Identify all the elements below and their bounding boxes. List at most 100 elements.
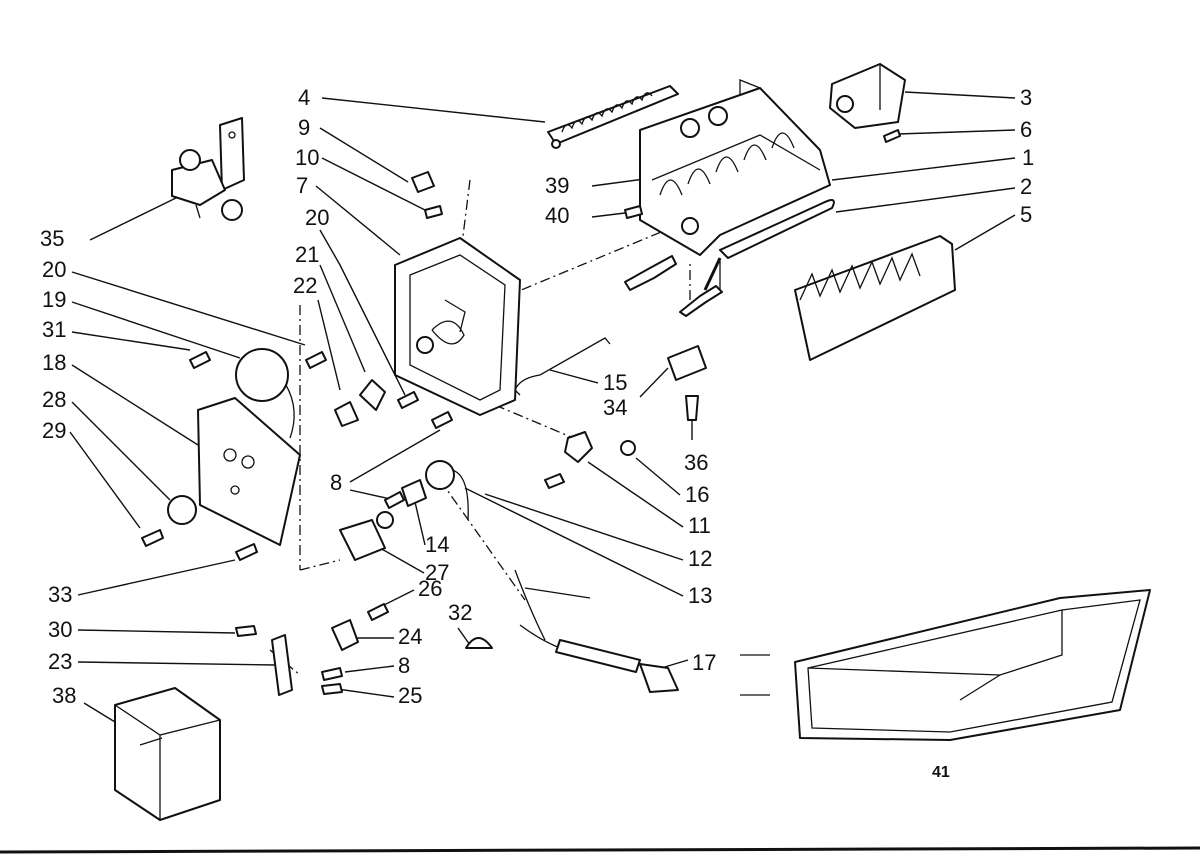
- leader-10: [321, 157, 426, 211]
- leader-18: [71, 364, 199, 446]
- callout-20: 20: [42, 257, 66, 282]
- leader-32: [457, 627, 471, 646]
- part-26-screw: [367, 603, 389, 621]
- callout-13: 13: [688, 583, 712, 608]
- callout-27: 27: [425, 560, 449, 585]
- part-41-ice-bin: [740, 589, 1151, 741]
- leader-9: [319, 127, 409, 183]
- callout-6: 6: [1020, 117, 1032, 142]
- part-18-mounting-plate: [197, 397, 301, 546]
- part-11-screw: [544, 473, 565, 489]
- callout-41: 41: [932, 764, 950, 781]
- part-27: [339, 511, 394, 561]
- part-5-shield: [794, 235, 956, 361]
- leader-3: [904, 91, 1016, 99]
- page-bottom-rule: [0, 846, 1200, 854]
- callout-8: 8: [330, 470, 342, 495]
- part-38-cover: [114, 687, 221, 821]
- leader-8a-1: [349, 429, 441, 483]
- part-8-pin-c: [321, 667, 343, 681]
- leader-27: [379, 547, 425, 574]
- callout-34: 34: [603, 395, 627, 420]
- callout-39: 39: [545, 173, 569, 198]
- callout-22: 22: [293, 273, 317, 298]
- callout-19: 19: [42, 287, 66, 312]
- leader-6: [897, 129, 1016, 135]
- leader-20b: [71, 271, 306, 346]
- callout-15: 15: [603, 370, 627, 395]
- part-1-mold-body: [639, 79, 831, 256]
- part-9-switch: [411, 171, 435, 193]
- callout-10: 10: [295, 145, 319, 170]
- part-28-gear: [167, 495, 197, 525]
- callout-31: 31: [42, 317, 66, 342]
- callout-20: 20: [305, 205, 329, 230]
- part-24-switch: [331, 619, 359, 651]
- leader-13: [464, 487, 684, 597]
- callout-11: 11: [688, 513, 711, 538]
- leader-14: [414, 501, 426, 546]
- part-23-bracket: [271, 634, 293, 696]
- leader-40: [591, 212, 626, 218]
- callout-38: 38: [52, 683, 76, 708]
- part-34-bracket: [667, 345, 707, 381]
- callout-35: 35: [40, 226, 64, 251]
- callout-5: 5: [1020, 202, 1032, 227]
- leader-28: [71, 401, 171, 501]
- part-36-screw: [685, 395, 699, 421]
- part-19-motor: [235, 348, 295, 439]
- thermostat-probes: [624, 255, 723, 317]
- leader-33: [77, 559, 236, 596]
- callout-1: 1: [1022, 145, 1034, 170]
- leader-30: [77, 629, 236, 634]
- part-17-wire-harness: [514, 569, 679, 693]
- callout-labels: 4 9 10 7 20 21 22 35 20 19 31 18 28 29 3…: [40, 85, 1034, 781]
- part-29-screw: [141, 529, 164, 547]
- callout-16: 16: [685, 482, 709, 507]
- part-30-pin: [235, 625, 257, 637]
- callout-8: 8: [398, 653, 410, 678]
- leader-lines: [69, 91, 1016, 723]
- part-21: [359, 379, 386, 411]
- callout-28: 28: [42, 387, 66, 412]
- part-31-screw: [189, 351, 211, 369]
- part-20-screw-b: [397, 391, 419, 409]
- leader-29: [69, 431, 141, 529]
- callout-2: 2: [1020, 174, 1032, 199]
- part-16-grommet: [620, 440, 636, 456]
- part-10-screw: [424, 205, 443, 219]
- callout-17: 17: [692, 650, 716, 675]
- leader-7: [315, 185, 401, 256]
- leader-34: [639, 367, 669, 398]
- callout-30: 30: [48, 617, 72, 642]
- part-12-lever: [425, 460, 469, 521]
- part-16: [564, 431, 593, 463]
- leader-4: [321, 97, 546, 123]
- leader-22: [317, 299, 341, 391]
- leader-15: [549, 369, 599, 384]
- leader-8b: [344, 665, 395, 673]
- part-35-water-valve: [171, 117, 245, 221]
- part-2-heater: [703, 199, 835, 291]
- callout-4: 4: [298, 85, 310, 110]
- leader-12: [484, 493, 684, 561]
- callout-23: 23: [48, 649, 72, 674]
- leader-35: [89, 195, 181, 241]
- leader-38: [83, 702, 116, 723]
- part-3-cover: [829, 63, 906, 129]
- callout-26: 26: [418, 576, 442, 601]
- callout-18: 18: [42, 350, 66, 375]
- part-8-pin-b: [384, 491, 405, 509]
- callout-36: 36: [684, 450, 708, 475]
- part-32-cap: [465, 637, 493, 649]
- leader-5: [954, 214, 1016, 251]
- callout-12: 12: [688, 546, 712, 571]
- part-4-ejector: [547, 85, 679, 149]
- part-8-pin-a: [431, 411, 453, 429]
- callout-24: 24: [398, 624, 422, 649]
- part-7-housing: [394, 237, 521, 416]
- callout-25: 25: [398, 683, 422, 708]
- callout-32: 32: [448, 600, 472, 625]
- leader-1: [831, 157, 1016, 181]
